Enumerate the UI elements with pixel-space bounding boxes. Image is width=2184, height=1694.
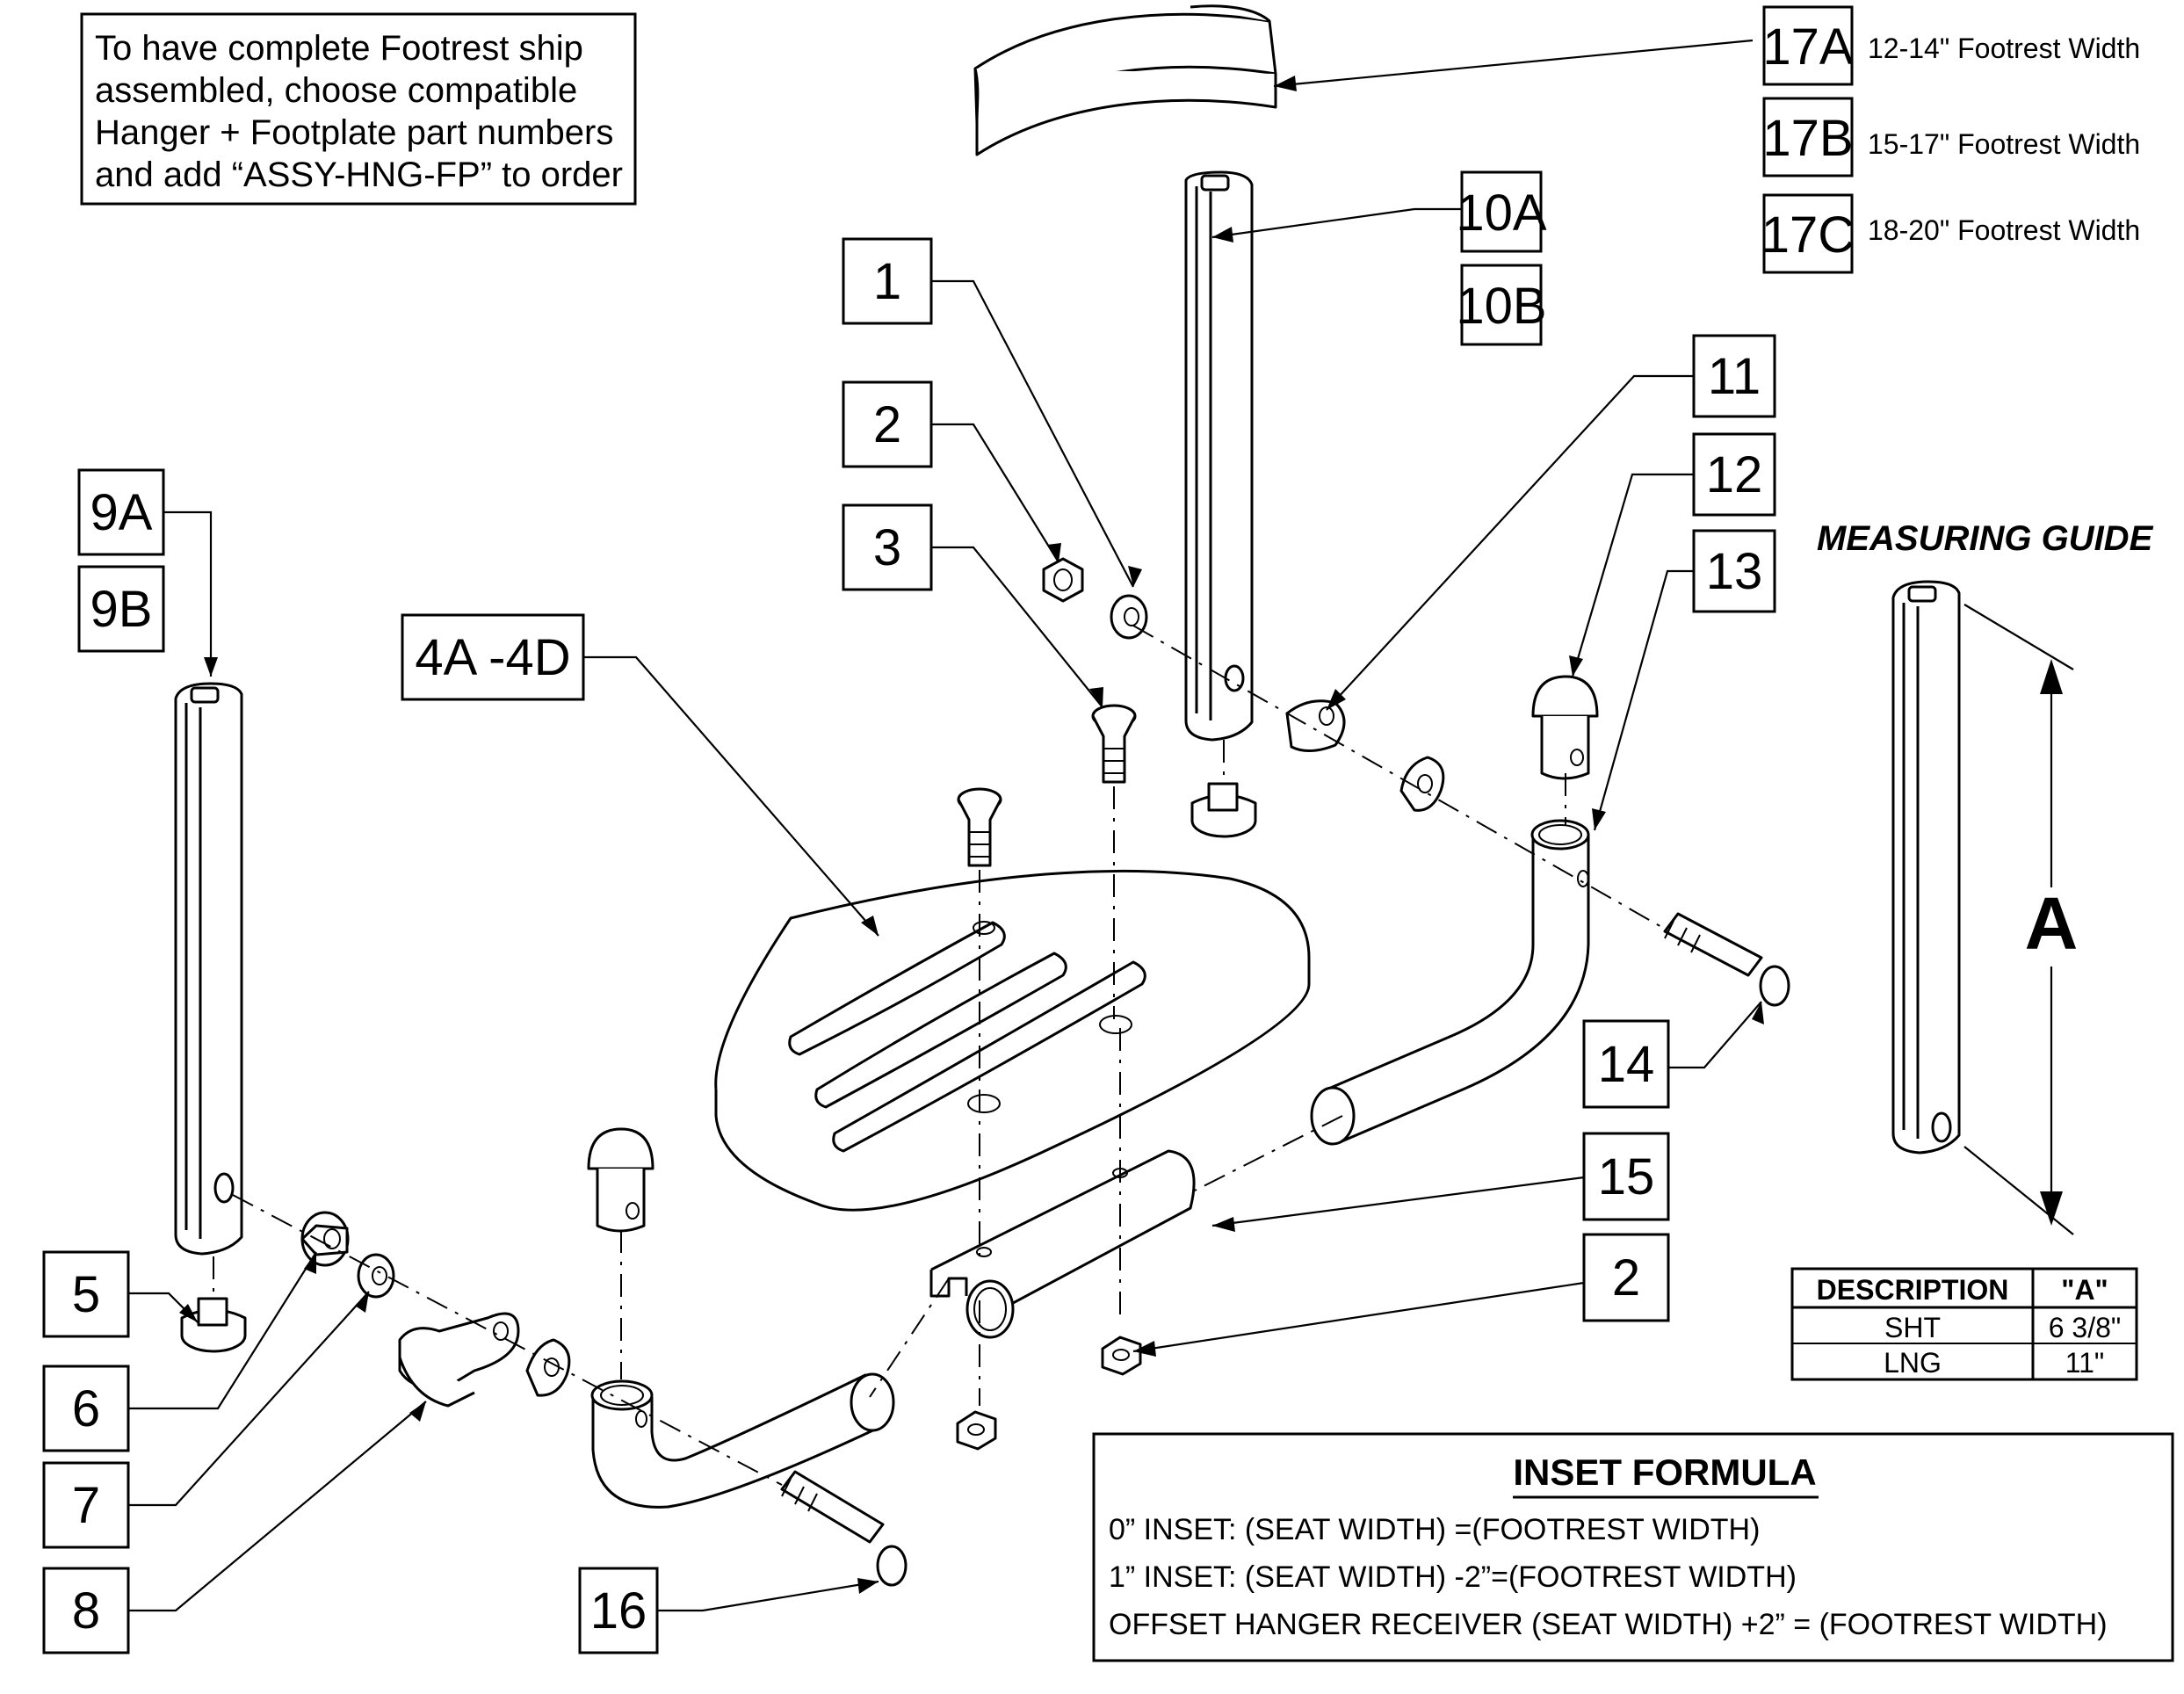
- callout-10b: 10B: [1456, 264, 1547, 346]
- callout-9a: 9A: [77, 468, 165, 556]
- callout-17c: 17C: [1761, 193, 1855, 274]
- variant-17c-text: 18-20" Footrest Width: [1868, 214, 2140, 246]
- pin-right: [1663, 912, 1790, 1007]
- callout-9b-label: 9B: [90, 581, 153, 638]
- note-line-1: To have complete Footrest ship: [95, 29, 583, 68]
- callout-3: 3: [842, 503, 933, 591]
- callout-13: 13: [1692, 529, 1776, 613]
- leader-lines: [128, 39, 1762, 1612]
- callout-17b: 17B: [1762, 97, 1854, 177]
- washer-7: [357, 1253, 395, 1299]
- callout-17a-label: 17A: [1762, 18, 1854, 76]
- callout-2-upper: 2: [842, 380, 933, 468]
- release-lever: [398, 1312, 520, 1408]
- pin-left: [780, 1470, 908, 1587]
- callout-16-label: 16: [590, 1582, 647, 1640]
- callout-3-label: 3: [873, 519, 901, 576]
- callout-5-label: 5: [72, 1266, 100, 1323]
- inset-formula-line-3: OFFSET HANGER RECEIVER (SEAT WIDTH) +2” …: [1109, 1608, 2108, 1641]
- callout-2-upper-label: 2: [873, 396, 901, 453]
- receiver-tube-left: [174, 682, 243, 1256]
- callout-6: 6: [42, 1365, 130, 1452]
- table-cell-lng-value: 11": [2065, 1347, 2105, 1379]
- dimension-a-label: A: [2025, 882, 2079, 965]
- table-header-description: DESCRIPTION: [1817, 1274, 2009, 1306]
- callout-2-lower-label: 2: [1612, 1249, 1640, 1307]
- guide-tube: [1891, 580, 1961, 1155]
- inset-formula-line-1: 0” INSET: (SEAT WIDTH) =(FOOTREST WIDTH): [1109, 1513, 1760, 1546]
- callout-12: 12: [1692, 432, 1776, 517]
- measuring-guide-title: MEASURING GUIDE: [1817, 519, 2154, 558]
- callout-14-label: 14: [1598, 1036, 1655, 1093]
- callout-16: 16: [578, 1567, 659, 1654]
- callout-6-label: 6: [72, 1380, 100, 1437]
- callout-9a-label: 9A: [90, 484, 153, 541]
- callout-15: 15: [1582, 1132, 1670, 1221]
- inset-formula-line-2: 1” INSET: (SEAT WIDTH) -2”=(FOOTREST WID…: [1109, 1560, 1797, 1594]
- callout-1: 1: [842, 237, 933, 325]
- callout-8-label: 8: [72, 1582, 100, 1640]
- callout-13-label: 13: [1706, 543, 1763, 600]
- spacer-mid: [1399, 756, 1445, 812]
- bumper-left: [180, 1297, 247, 1353]
- spacer-left: [525, 1338, 571, 1397]
- callout-10b-label: 10B: [1456, 278, 1546, 335]
- inset-formula: INSET FORMULA 0” INSET: (SEAT WIDTH) =(F…: [1092, 1432, 2174, 1662]
- callout-10a-label: 10A: [1456, 185, 1547, 242]
- note-line-3: Hanger + Footplate part numbers: [95, 113, 613, 152]
- note-line-4: and add “ASSY-HNG-FP” to order: [95, 156, 623, 194]
- callout-17b-label: 17B: [1762, 110, 1853, 167]
- bumper-right: [1190, 782, 1257, 838]
- callout-17c-label: 17C: [1761, 206, 1855, 264]
- footplate: [714, 869, 1311, 1212]
- callout-10a: 10A: [1456, 170, 1547, 253]
- measuring-guide: MEASURING GUIDE A DESCRIPTION "A" SHT 6 …: [1790, 519, 2154, 1381]
- callout-9b: 9B: [77, 565, 165, 653]
- callout-4: 4A -4D: [401, 613, 585, 701]
- assembly-note: To have complete Footrest ship assembled…: [80, 12, 637, 206]
- callout-7-label: 7: [72, 1477, 100, 1534]
- washer-upper: [1110, 594, 1148, 640]
- hanger-right: [1310, 819, 1590, 1146]
- callout-15-label: 15: [1598, 1148, 1655, 1205]
- note-line-2: assembled, choose compatible: [95, 71, 577, 110]
- callout-5: 5: [42, 1250, 130, 1338]
- callout-4-label: 4A -4D: [415, 629, 570, 686]
- callout-8: 8: [42, 1567, 130, 1654]
- hanger-left: [590, 1372, 895, 1509]
- pin-cap-right: [1531, 675, 1599, 780]
- callout-17a: 17A: [1762, 5, 1854, 86]
- screw-lower: [957, 787, 1002, 867]
- nut-upper: [1042, 557, 1084, 603]
- callout-11: 11: [1692, 334, 1776, 418]
- callout-12-label: 12: [1706, 446, 1763, 503]
- spacer-11: [1285, 699, 1346, 752]
- table-cell-lng: LNG: [1884, 1347, 1942, 1379]
- variant-17b-text: 15-17" Footrest Width: [1868, 128, 2140, 160]
- nut-lower-right: [1101, 1336, 1142, 1376]
- inset-formula-title: INSET FORMULA: [1513, 1451, 1816, 1493]
- calf-strap: [973, 4, 1277, 156]
- bushing-6: [300, 1211, 350, 1267]
- callout-14: 14: [1582, 1019, 1670, 1109]
- table-cell-sht: SHT: [1884, 1312, 1941, 1343]
- nut-lower-left: [956, 1410, 997, 1451]
- callout-11-label: 11: [1708, 348, 1761, 405]
- screw-upper: [1091, 704, 1137, 784]
- center-lines: [213, 625, 1670, 1486]
- callout-2-lower: 2: [1582, 1233, 1670, 1322]
- table-cell-sht-value: 6 3/8": [2049, 1312, 2122, 1343]
- receiver-tube: [1184, 170, 1254, 742]
- variant-17a-text: 12-14" Footrest Width: [1868, 33, 2140, 64]
- measurement-table: DESCRIPTION "A" SHT 6 3/8" LNG 11": [1790, 1267, 2138, 1381]
- table-header-a: "A": [2061, 1274, 2108, 1306]
- callout-1-label: 1: [873, 253, 901, 310]
- pin-cap-left: [587, 1127, 654, 1233]
- arrowheads: [179, 76, 1764, 1594]
- callout-7: 7: [42, 1461, 130, 1549]
